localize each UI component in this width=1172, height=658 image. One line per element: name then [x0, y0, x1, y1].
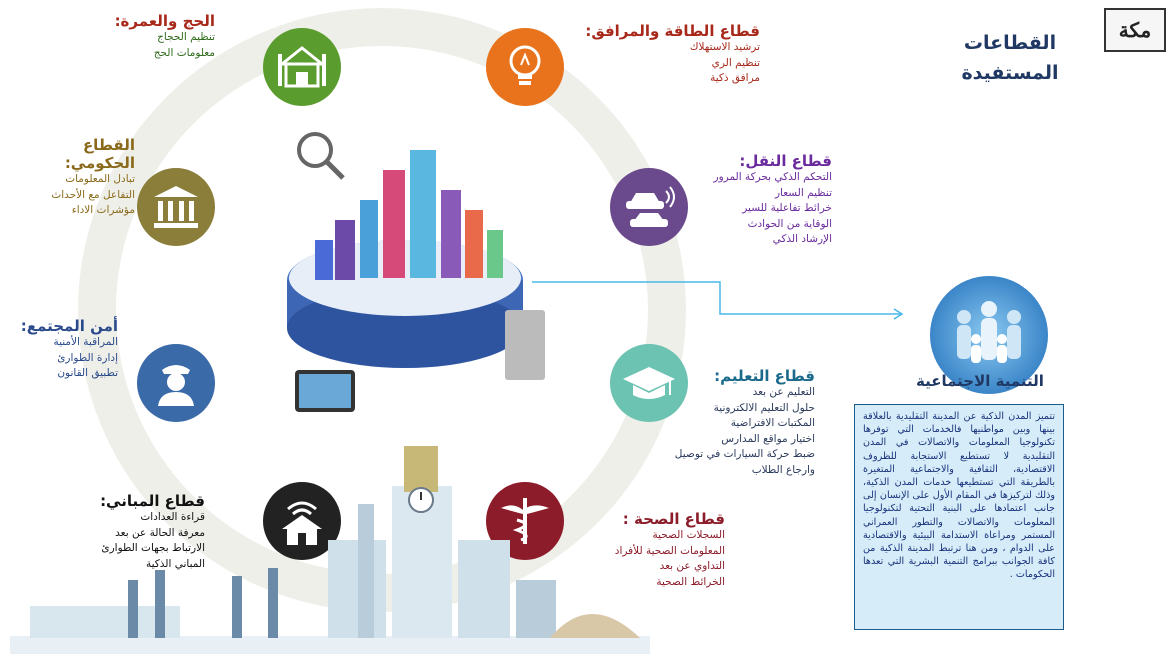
sector-item: التداوي عن بعد	[659, 560, 725, 572]
sector-item: معلومات الحج	[153, 46, 215, 59]
sector-hajj: الحج والعمرة: تنظيم الحجاج معلومات الحج	[90, 12, 215, 61]
connected-car-icon	[610, 168, 688, 246]
sector-item: مرافق ذكية	[710, 72, 760, 84]
social-development-title: التنمية الاجتماعية	[916, 372, 1044, 390]
sector-item: معرفة الحالة عن بعد	[115, 526, 205, 539]
sector-health: قطاع الصحة : السجلات الصحية المعلومات ال…	[580, 510, 725, 590]
sector-government: القطاع الحكومي: تبادل المعلومات التفاعل …	[10, 136, 135, 219]
hajj-icon	[263, 28, 341, 106]
sector-item: المباني الذكية	[146, 557, 205, 570]
sector-item: ضبط حركة السيارات في توصيل	[674, 448, 815, 460]
sector-item: السجلات الصحية	[652, 529, 725, 541]
family-icon	[930, 276, 1048, 394]
sector-title: الحج والعمرة:	[114, 12, 215, 30]
connector-arrow	[532, 281, 904, 320]
sector-title: قطاع النقل:	[739, 152, 832, 170]
sector-item: تنظيم الري	[711, 56, 760, 69]
sector-energy: قطاع الطاقة والمرافق: ترشيد الاستهلاك تن…	[570, 22, 760, 87]
sector-buildings: قطاع المباني: قراءة العدادات معرفة الحال…	[70, 492, 205, 572]
makkah-skyline-illustration	[10, 440, 650, 654]
sector-transport: قطاع النقل: التحكم الذكي بحركة المرور تن…	[690, 152, 832, 248]
page-title-line1: القطاعات	[963, 32, 1057, 54]
sector-item: مؤشرات الاداء	[71, 204, 135, 216]
sector-item: خرائط تفاعلية للسير	[742, 202, 832, 214]
sector-item: التعليم عن بعد	[752, 386, 815, 398]
sector-item: تنظيم السعار	[774, 186, 832, 199]
sector-item: حلول التعليم الالكترونية	[713, 401, 815, 414]
sector-title: القطاع الحكومي:	[64, 136, 135, 172]
page-title-line2: المستفيدة	[961, 62, 1059, 84]
sector-item: قراءة العدادات	[140, 511, 205, 523]
government-building-icon	[137, 168, 215, 246]
sector-item: ترشيد الاستهلاك	[689, 41, 760, 53]
sector-item: التفاعل مع الأحداث	[51, 188, 135, 201]
sector-item: المعلومات الصحية للأفراد	[614, 544, 725, 557]
sector-item: تنظيم الحجاج	[157, 31, 215, 43]
sector-title: قطاع الطاقة والمرافق:	[585, 22, 760, 40]
sector-item: وارجاع الطلاب	[751, 463, 815, 476]
makkah-logo: مكة	[1104, 8, 1166, 52]
sector-item: الارتباط بجهات الطوارئ	[101, 542, 205, 554]
sector-title: أمن المجتمع:	[20, 317, 118, 335]
sector-title: قطاع التعليم:	[714, 367, 815, 385]
sector-item: الإرشاد الذكي	[772, 233, 832, 245]
graduation-cap-icon	[610, 344, 688, 422]
sector-item: المكتبات الافتراضية	[730, 417, 815, 429]
social-development-paragraph: تتميز المدن الذكية عن المدينة التقليدية …	[854, 404, 1064, 630]
caduceus-icon	[486, 482, 564, 560]
sector-security: أمن المجتمع: المراقبة الأمنية إدارة الطو…	[8, 317, 118, 382]
sector-title: قطاع الصحة :	[622, 510, 725, 528]
sector-item: تطبيق القانون	[57, 367, 118, 379]
sector-item: المراقبة الأمنية	[53, 336, 118, 348]
lightbulb-icon	[486, 28, 564, 106]
sector-item: الخرائط الصحية	[656, 575, 725, 588]
sector-title: قطاع المباني:	[100, 492, 205, 510]
sector-item: تبادل المعلومات	[65, 173, 135, 185]
page-title: القطاعات المستفيدة	[960, 28, 1060, 88]
sector-item: التحكم الذكي بحركة المرور	[713, 171, 832, 183]
logo-text: مكة	[1118, 18, 1152, 42]
sector-item: إدارة الطوارئ	[57, 351, 118, 364]
sector-item: الوقاية من الحوادث	[747, 217, 832, 230]
police-officer-icon	[137, 344, 215, 422]
smart-city-illustration	[255, 110, 555, 420]
sector-education: قطاع التعليم: التعليم عن بعد حلول التعلي…	[660, 367, 815, 478]
sector-item: اختيار مواقع المدارس	[721, 432, 815, 445]
